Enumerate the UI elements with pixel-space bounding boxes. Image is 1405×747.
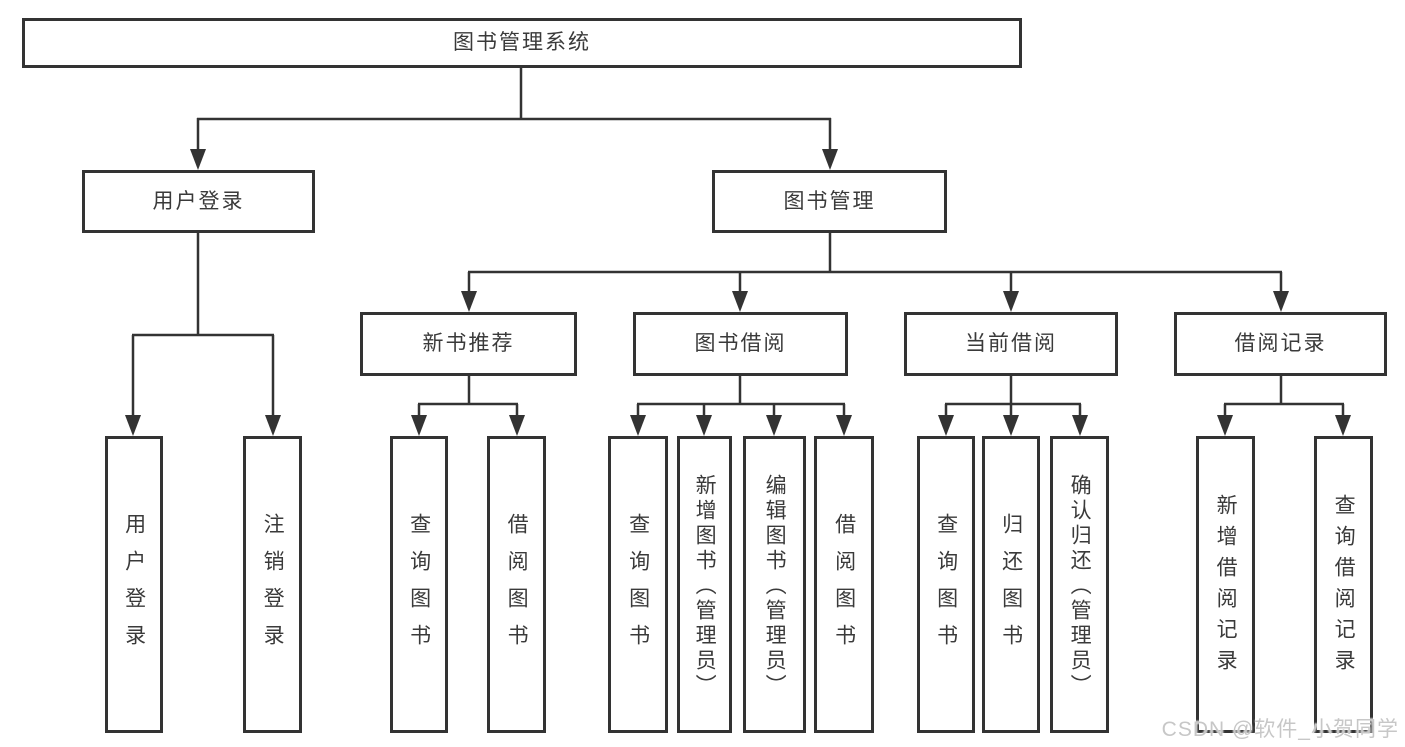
node-user-login-branch: 用户登录: [82, 170, 315, 233]
leaf-add-book-admin: 新增图书（管理员）: [677, 436, 732, 733]
leaf-query-books-3: 查询图书: [917, 436, 975, 733]
node-root: 图书管理系统: [22, 18, 1022, 68]
leaf-edit-book-admin: 编辑图书（管理员）: [743, 436, 806, 733]
node-book-borrow: 图书借阅: [633, 312, 848, 376]
tree-edges: [131, 68, 1345, 421]
node-book-management-branch: 图书管理: [712, 170, 947, 233]
leaf-user-login: 用户登录: [105, 436, 163, 733]
arrowheads: [125, 149, 1351, 436]
node-borrow-records: 借阅记录: [1174, 312, 1387, 376]
node-new-book-recommend: 新书推荐: [360, 312, 577, 376]
watermark: CSDN @软件_小贺同学: [1161, 718, 1399, 741]
node-current-borrow: 当前借阅: [904, 312, 1118, 376]
leaf-logout: 注销登录: [243, 436, 302, 733]
leaf-confirm-return-admin: 确认归还（管理员）: [1050, 436, 1109, 733]
leaf-add-borrow-record: 新增借阅记录: [1196, 436, 1255, 733]
leaf-borrow-books-2: 借阅图书: [814, 436, 874, 733]
leaf-query-books-2: 查询图书: [608, 436, 668, 733]
leaf-borrow-books-1: 借阅图书: [487, 436, 546, 733]
leaf-query-borrow-record: 查询借阅记录: [1314, 436, 1373, 733]
leaf-return-book: 归还图书: [982, 436, 1040, 733]
leaf-query-books-1: 查询图书: [390, 436, 448, 733]
